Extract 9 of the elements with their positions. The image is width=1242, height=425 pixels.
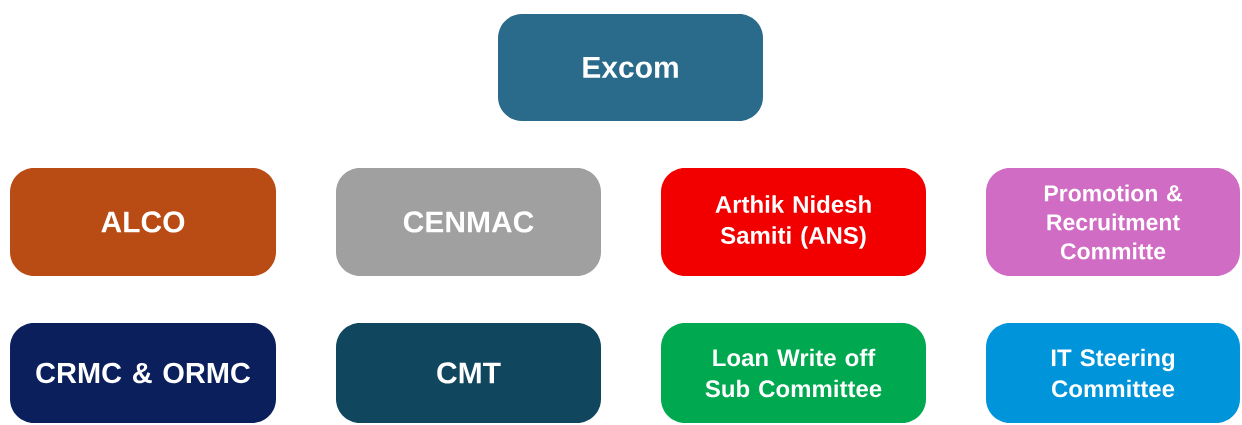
committee-box: ALCO: [10, 168, 276, 276]
committee-box: CENMAC: [336, 168, 601, 276]
committee-box: CRMC & ORMC: [10, 323, 276, 423]
committee-box: Excom: [498, 14, 763, 121]
committee-box: Loan Write off Sub Committee: [661, 323, 926, 423]
committee-box: IT Steering Committee: [986, 323, 1240, 423]
committee-box: Promotion & Recruitment Committe: [986, 168, 1240, 276]
committee-box: CMT: [336, 323, 601, 423]
committee-box: Arthik Nidesh Samiti (ANS): [661, 168, 926, 276]
